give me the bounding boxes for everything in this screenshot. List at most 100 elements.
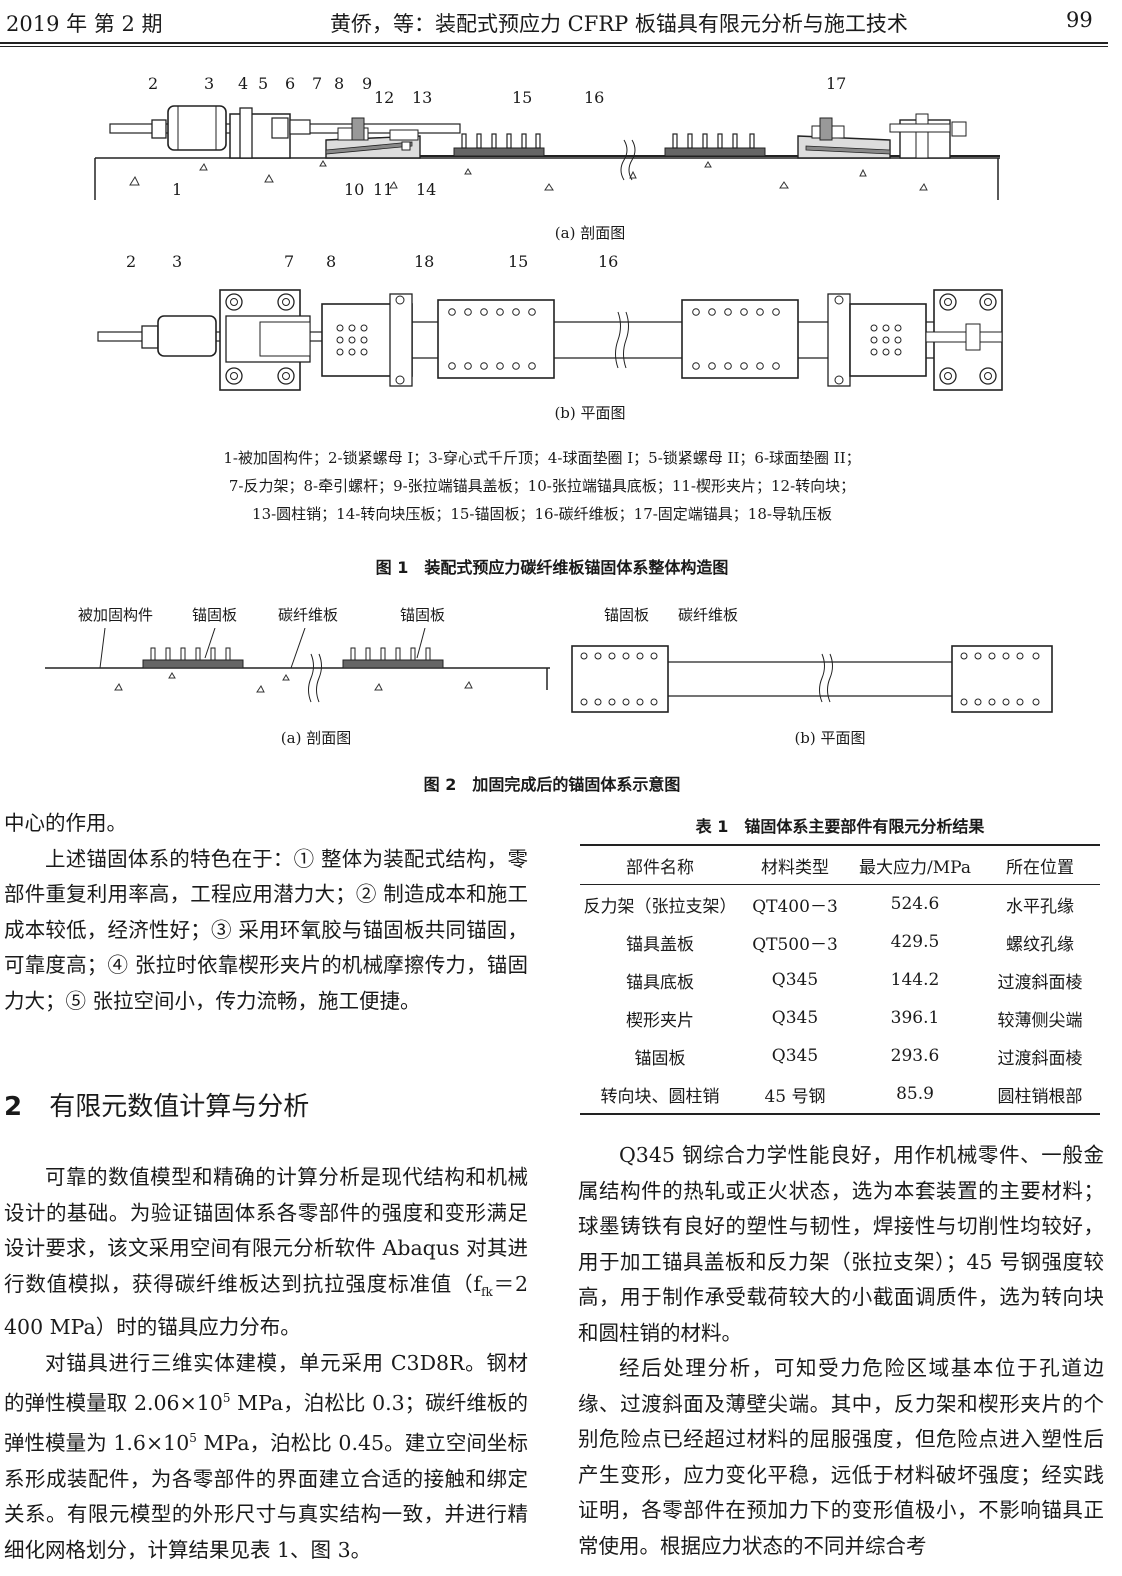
table-cell: 反力架（张拉支架） <box>583 896 737 917</box>
table-cell: 524.6 <box>890 894 940 914</box>
callout: 7 <box>312 74 323 93</box>
page-number: 99 <box>1066 8 1093 32</box>
legend-line: 13-圆柱销；14-转向块压板；15-锚固板；16-碳纤维板；17-固定端锚具；… <box>252 505 832 523</box>
callout: 17 <box>826 74 847 93</box>
callout: 3 <box>172 252 183 271</box>
callout: 14 <box>416 180 437 199</box>
running-header: 2019 年 第 2 期 黄侨，等：装配式预应力 CFRP 板锚具有限元分析与施… <box>0 0 1122 48</box>
callout: 15 <box>508 252 529 271</box>
figure2b-caption: (b) 平面图 <box>794 729 866 747</box>
callout: 11 <box>373 180 394 199</box>
label-cfrp-plate: 碳纤维板 <box>278 606 339 624</box>
table-cell: Q345 <box>771 1046 819 1066</box>
bolts <box>350 647 431 661</box>
callout: 8 <box>326 252 337 271</box>
table-header: 部件名称 <box>626 857 694 878</box>
table-cell: 过渡斜面棱 <box>997 972 1083 993</box>
header-rule-thin <box>0 46 1108 47</box>
table-row: 转向块、圆柱销 45 号钢 85.9 圆柱销根部 <box>580 1075 1100 1114</box>
table-header: 材料类型 <box>761 857 829 878</box>
table-cell: 锚具盖板 <box>626 934 694 955</box>
callout: 16 <box>598 252 619 271</box>
callout: 13 <box>412 88 433 107</box>
tension-anchor-bolt-grid <box>336 324 368 356</box>
figure1b-callouts: 2 3 7 8 18 15 16 <box>0 250 1122 280</box>
table-cell: 过渡斜面棱 <box>997 1048 1083 1069</box>
paragraph: 中心的作用。 <box>4 811 127 835</box>
figure1-title: 图 1 装配式预应力碳纤维板锚固体系整体构造图 <box>375 558 729 577</box>
figure2-section-drawing <box>45 628 550 703</box>
figure1a-callouts: 2 3 4 5 6 7 8 9 12 13 15 16 17 1 10 11 1… <box>0 70 1122 210</box>
callout: 16 <box>584 88 605 107</box>
section-number: 2 <box>4 1092 23 1122</box>
table-cell: 锚具底板 <box>626 972 694 993</box>
figure1-section-drawing <box>94 105 1000 200</box>
callout: 3 <box>204 74 215 93</box>
table-row: 锚具盖板 QT500－3 429.5 螺纹孔缘 <box>580 923 1100 961</box>
table-row: 锚固板 Q345 293.6 过渡斜面棱 <box>580 1037 1100 1075</box>
label-member: 被加固构件 <box>78 606 154 624</box>
left-column-body: 可靠的数值模型和精确的计算分析是现代结构和机械设计的基础。为验证锚固体系各零部件… <box>4 1160 528 1568</box>
bolt-holes <box>580 652 1040 706</box>
callout: 12 <box>374 88 395 107</box>
table1: 部件名称 材料类型 最大应力/MPa 所在位置 反力架（张拉支架） QT400－… <box>580 844 1100 1115</box>
figure1b-caption: (b) 平面图 <box>554 404 626 422</box>
table-cell: QT400－3 <box>752 896 838 917</box>
paragraph: Q345 钢综合力学性能良好，用作机械零件、一般金属结构件的热轧或正火状态，选为… <box>578 1143 1104 1345</box>
bolts-right <box>672 133 755 149</box>
table-header: 最大应力/MPa <box>859 857 971 878</box>
callout: 6 <box>285 74 296 93</box>
callout: 4 <box>238 74 249 93</box>
table-row: 反力架（张拉支架） QT400－3 524.6 水平孔缘 <box>580 885 1100 924</box>
table-cell: 螺纹孔缘 <box>1006 934 1074 955</box>
paragraph: 对锚具进行三维实体建模，单元采用 C3D8R。钢材的弹性模量取 2.06×105… <box>4 1350 528 1562</box>
table-cell: 较薄侧尖端 <box>997 1010 1083 1031</box>
label-anchor-plate: 锚固板 <box>192 606 238 624</box>
table-cell: Q345 <box>771 1008 819 1028</box>
figure2-title: 图 2 加固完成后的锚固体系示意图 <box>423 775 681 794</box>
paragraph: 上述锚固体系的特色在于：① 整体为装配式结构，零部件重复利用率高，工程应用潜力大… <box>4 846 528 1013</box>
callout: 5 <box>258 74 269 93</box>
figure2a-caption: (a) 剖面图 <box>280 729 352 747</box>
table-cell: 396.1 <box>890 1008 940 1028</box>
table-header: 所在位置 <box>1006 857 1074 878</box>
bolts <box>150 647 231 661</box>
paragraph: 可靠的数值模型和精确的计算分析是现代结构和机械设计的基础。为验证锚固体系各零部件… <box>4 1165 529 1340</box>
table-cell: 转向块、圆柱销 <box>600 1086 720 1107</box>
table-cell: QT500－3 <box>752 934 838 955</box>
concrete-hatch <box>129 160 928 191</box>
table1-title: 表 1 锚固体系主要部件有限元分析结果 <box>695 817 985 836</box>
table-cell: 293.6 <box>890 1046 940 1066</box>
anchor-plate-bolts <box>692 308 780 370</box>
table-cell: 楔形夹片 <box>626 1010 694 1031</box>
label-anchor-plate: 锚固板 <box>400 606 446 624</box>
section-heading: 2 有限元数值计算与分析 <box>4 1086 528 1123</box>
legend-line: 7-反力架；8-牵引螺杆；9-张拉端锚具盖板；10-张拉端锚具底板；11-楔形夹… <box>228 477 856 495</box>
callout: 10 <box>344 180 365 199</box>
table-header-row: 部件名称 材料类型 最大应力/MPa 所在位置 <box>580 845 1100 885</box>
legend-line: 1-被加固构件；2-锁紧螺母 I；3-穿心式千斤顶；4-球面垫圈 I；5-锁紧螺… <box>223 449 861 467</box>
table-cell: 85.9 <box>896 1084 934 1104</box>
table-row: 楔形夹片 Q345 396.1 较薄侧尖端 <box>580 999 1100 1037</box>
table-cell: 45 号钢 <box>764 1086 826 1107</box>
callout: 7 <box>284 252 295 271</box>
running-title: 黄侨，等：装配式预应力 CFRP 板锚具有限元分析与施工技术 <box>330 12 908 36</box>
table-cell: 429.5 <box>890 932 940 952</box>
callout: 1 <box>172 180 183 199</box>
left-column-top: 中心的作用。 上述锚固体系的特色在于：① 整体为装配式结构，零部件重复利用率高，… <box>4 806 528 1019</box>
figure1-plan-drawing <box>97 289 1003 391</box>
table-cell: 锚固板 <box>634 1048 686 1069</box>
figure1a-caption: (a) 剖面图 <box>554 224 626 242</box>
callout: 15 <box>512 88 533 107</box>
paragraph: 经后处理分析，可知受力危险区域基本位于孔道边缘、过渡斜面及薄壁尖端。其中，反力架… <box>578 1356 1104 1558</box>
table-cell: 144.2 <box>890 970 940 990</box>
table-cell: 圆柱销根部 <box>997 1086 1083 1107</box>
label-cfrp-plate: 碳纤维板 <box>678 606 739 624</box>
fixed-anchor-bolt-grid <box>870 324 902 356</box>
issue-label: 2019 年 第 2 期 <box>6 12 163 36</box>
header-rule <box>0 42 1108 44</box>
figure2-plan-drawing <box>571 645 1053 713</box>
table-cell: Q345 <box>771 970 819 990</box>
bolts-left <box>461 133 541 149</box>
right-column-body: Q345 钢综合力学性能良好，用作机械零件、一般金属结构件的热轧或正火状态，选为… <box>578 1138 1104 1564</box>
